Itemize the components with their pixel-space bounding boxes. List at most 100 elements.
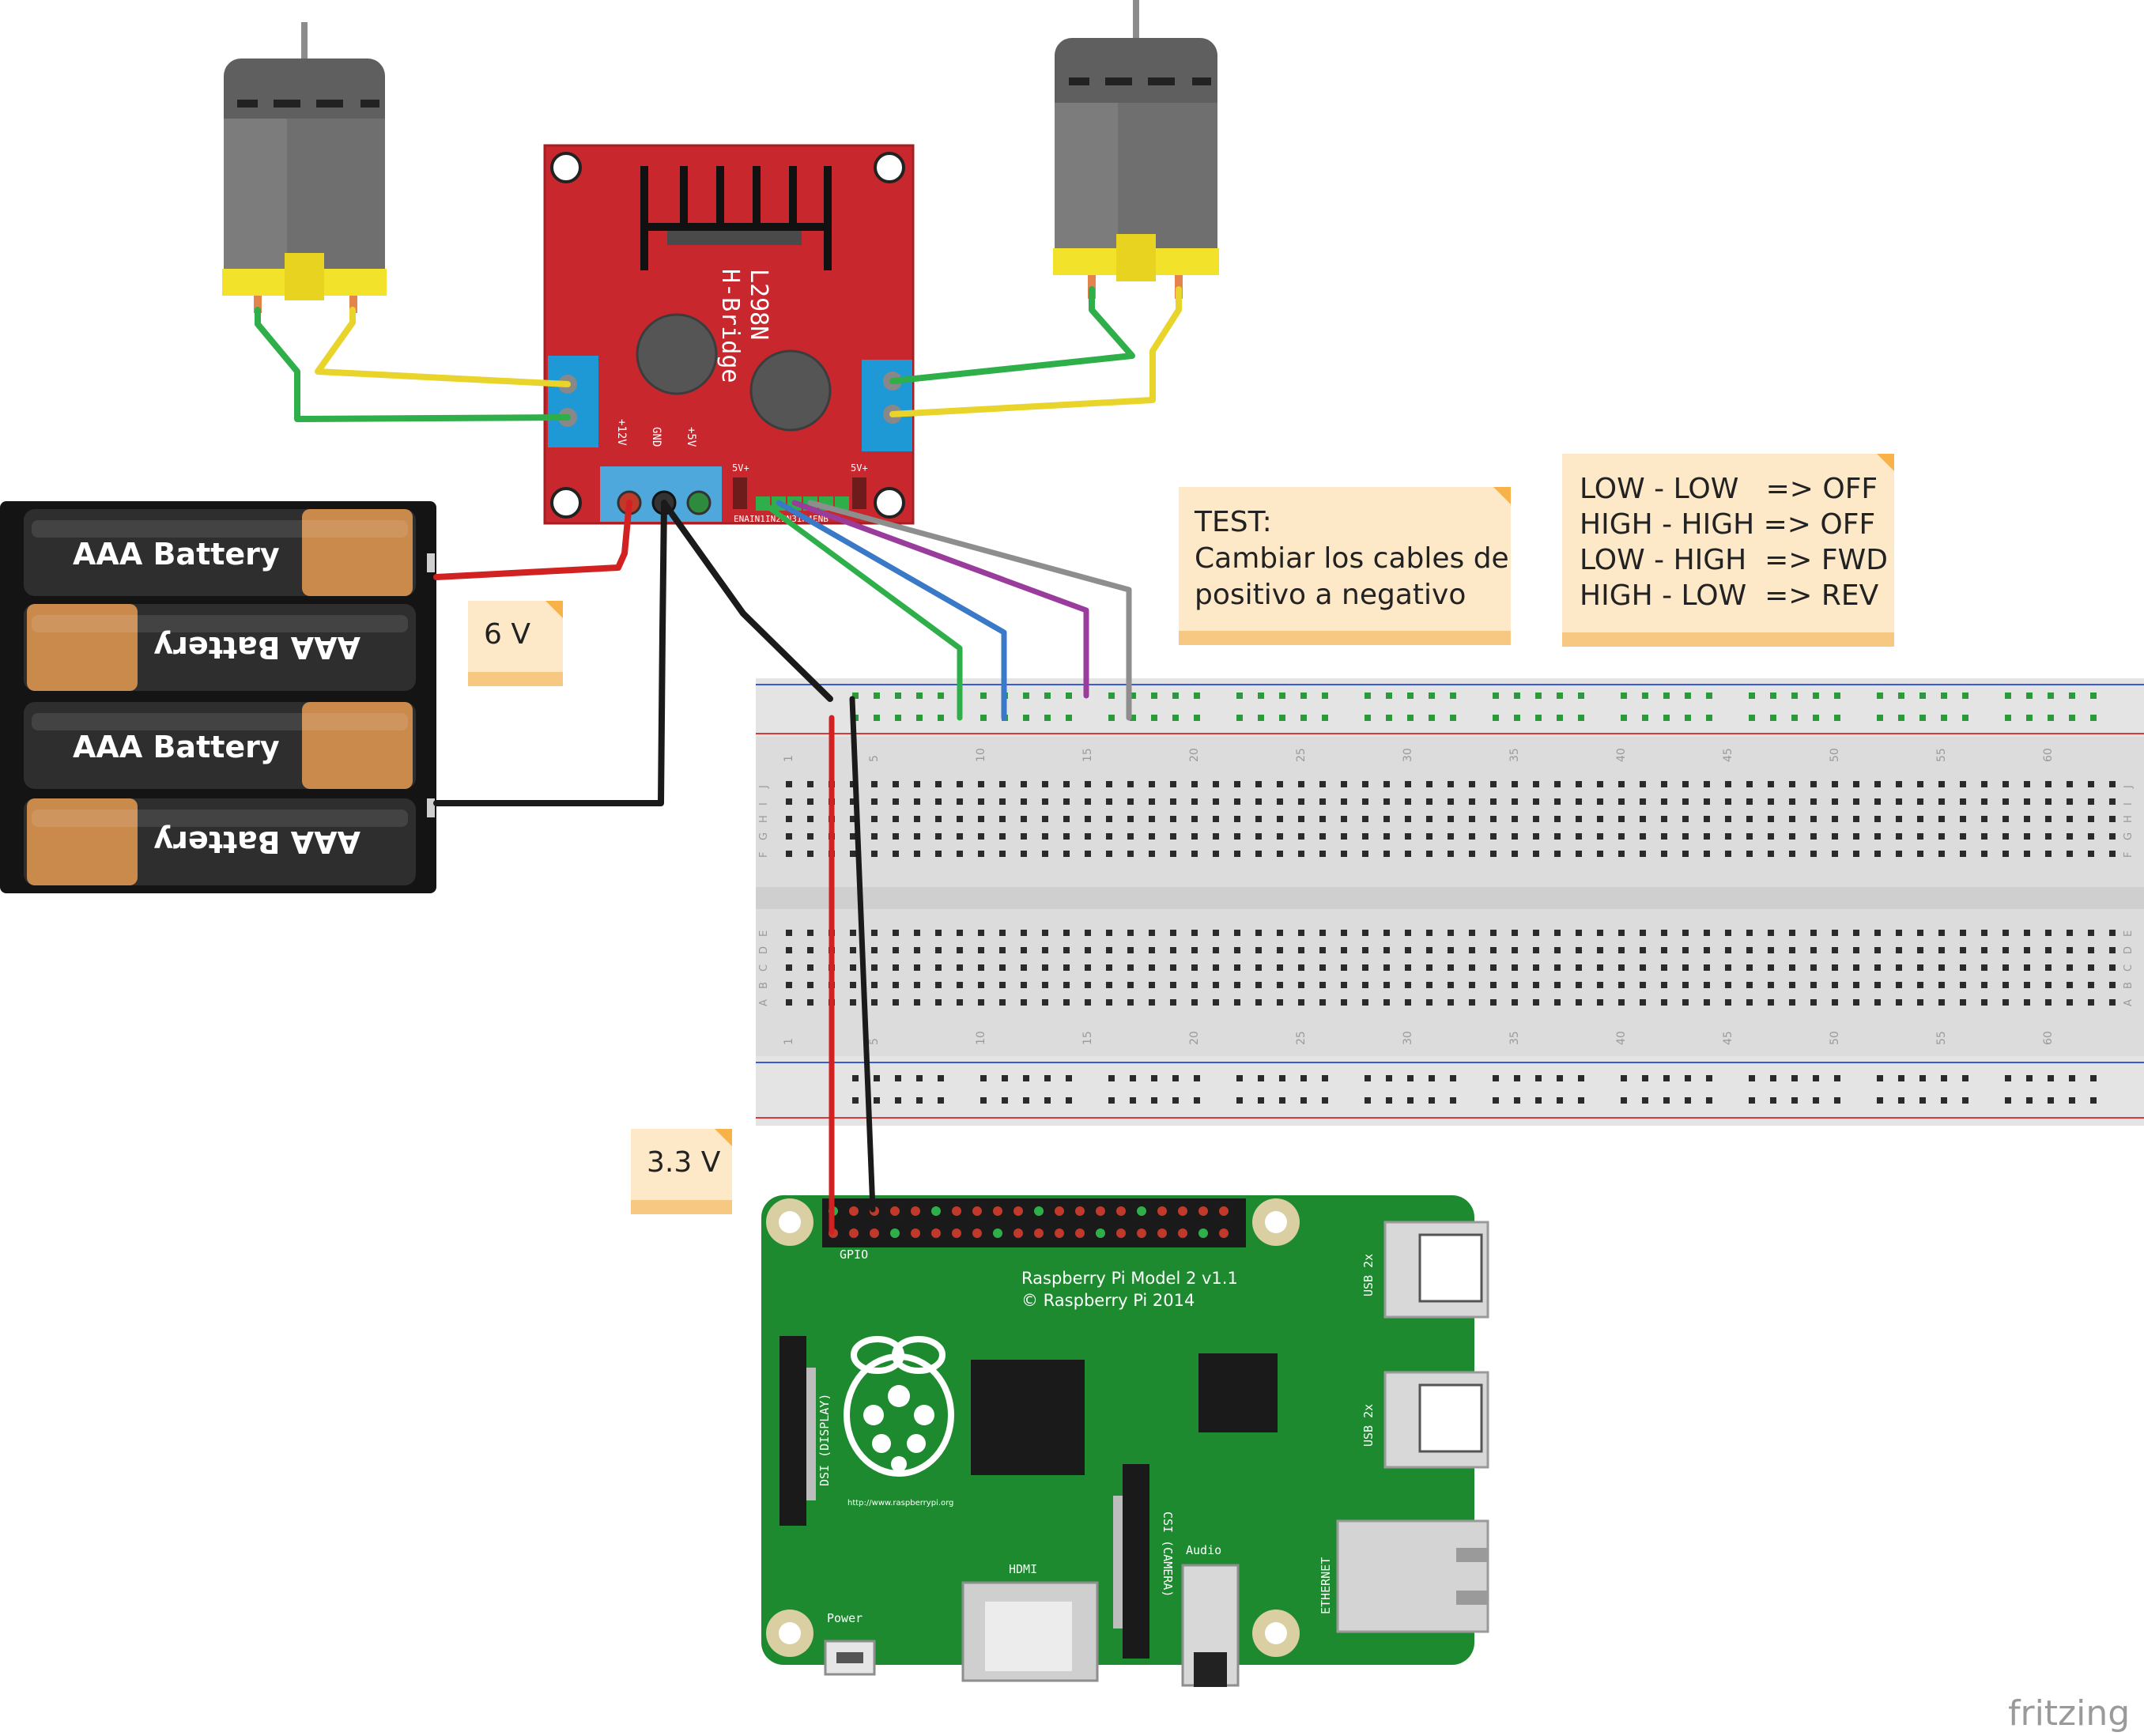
breadboard-column-number: 1 bbox=[783, 755, 795, 762]
breadboard-hole bbox=[1938, 851, 1945, 857]
breadboard-hole bbox=[1341, 833, 1347, 840]
breadboard-hole bbox=[978, 964, 984, 971]
breadboard-row-letter: B bbox=[2123, 982, 2135, 989]
breadboard-hole bbox=[893, 798, 899, 805]
breadboard-hole bbox=[1085, 851, 1091, 857]
breadboard-hole bbox=[1383, 930, 1390, 936]
breadboard-hole bbox=[1130, 693, 1136, 699]
breadboard-hole bbox=[914, 851, 920, 857]
breadboard-hole bbox=[2067, 851, 2073, 857]
breadboard-hole bbox=[1362, 947, 1368, 953]
breadboard-hole bbox=[1085, 964, 1091, 971]
breadboard-hole bbox=[1621, 715, 1627, 721]
breadboard-hole bbox=[1319, 781, 1326, 787]
breadboard-hole bbox=[935, 964, 942, 971]
breadboard-hole bbox=[871, 964, 878, 971]
breadboard-column-number: 20 bbox=[1188, 748, 1201, 762]
breadboard-hole bbox=[1578, 715, 1584, 721]
breadboard-hole bbox=[1429, 1097, 1435, 1104]
breadboard-hole bbox=[978, 930, 984, 936]
breadboard-hole bbox=[1514, 1097, 1520, 1104]
breadboard-hole bbox=[1576, 833, 1582, 840]
breadboard-hole bbox=[1981, 964, 1987, 971]
breadboard-hole bbox=[2067, 982, 2073, 988]
breadboard-hole bbox=[1853, 781, 1859, 787]
breadboard-hole bbox=[2048, 1097, 2054, 1104]
breadboard-hole bbox=[1576, 816, 1582, 822]
breadboard-hole bbox=[1258, 1075, 1264, 1081]
breadboard-hole bbox=[980, 715, 987, 721]
breadboard-hole bbox=[1277, 947, 1283, 953]
breadboard-hole bbox=[1789, 781, 1795, 787]
breadboard-row-letter: I bbox=[758, 802, 770, 806]
breadboard-hole bbox=[1621, 693, 1627, 699]
breadboard-hole bbox=[1063, 851, 1070, 857]
breadboard-hole bbox=[1490, 781, 1497, 787]
breadboard-hole bbox=[1941, 1075, 1947, 1081]
breadboard-hole bbox=[1682, 833, 1689, 840]
breadboard-hole bbox=[1170, 816, 1176, 822]
breadboard-hole bbox=[1704, 982, 1710, 988]
breadboard-hole bbox=[1149, 964, 1155, 971]
breadboard-hole bbox=[1405, 930, 1411, 936]
breadboard-hole bbox=[1640, 947, 1646, 953]
breadboard-hole bbox=[1405, 833, 1411, 840]
usb-label-bottom: USB 2x bbox=[1361, 1404, 1376, 1447]
breadboard-hole bbox=[2088, 999, 2094, 1006]
breadboard-hole bbox=[1191, 964, 1198, 971]
gpio-pin bbox=[1198, 1228, 1208, 1238]
breadboard-hole bbox=[786, 964, 792, 971]
breadboard-hole bbox=[1063, 816, 1070, 822]
breadboard-hole bbox=[1170, 964, 1176, 971]
breadboard-hole bbox=[1557, 1075, 1563, 1081]
breadboard-hole bbox=[1618, 851, 1625, 857]
breadboard-hole bbox=[1749, 1097, 1755, 1104]
breadboard-hole bbox=[1917, 798, 1923, 805]
breadboard-hole bbox=[1127, 781, 1134, 787]
breadboard-hole bbox=[1042, 833, 1048, 840]
breadboard-hole bbox=[1917, 781, 1923, 787]
breadboard-hole bbox=[850, 947, 856, 953]
breadboard-hole bbox=[1448, 816, 1454, 822]
breadboard-hole bbox=[1149, 930, 1155, 936]
breadboard-hole bbox=[1405, 798, 1411, 805]
breadboard-hole bbox=[980, 1097, 987, 1104]
breadboard: 1155101015152020252530303535404045455050… bbox=[756, 678, 2144, 1126]
breadboard-hole bbox=[1255, 833, 1262, 840]
breadboard-hole bbox=[1298, 816, 1304, 822]
gpio-pin bbox=[1116, 1206, 1126, 1216]
breadboard-hole bbox=[1405, 851, 1411, 857]
breadboard-hole bbox=[1962, 715, 1968, 721]
breadboard-hole bbox=[1576, 947, 1582, 953]
breadboard-hole bbox=[2002, 964, 2009, 971]
breadboard-hole bbox=[871, 816, 878, 822]
breadboard-hole bbox=[850, 816, 856, 822]
breadboard-hole bbox=[893, 851, 899, 857]
breadboard-hole bbox=[893, 947, 899, 953]
breadboard-hole bbox=[1919, 1097, 1926, 1104]
breadboard-hole bbox=[1170, 947, 1176, 953]
breadboard-hole bbox=[1213, 982, 1219, 988]
breadboard-hole bbox=[1151, 693, 1157, 699]
breadboard-hole bbox=[2024, 964, 2030, 971]
breadboard-hole bbox=[1512, 930, 1518, 936]
breadboard-hole bbox=[893, 930, 899, 936]
breadboard-hole bbox=[999, 798, 1006, 805]
breadboard-hole bbox=[1533, 982, 1539, 988]
breadboard-hole bbox=[807, 999, 813, 1006]
breadboard-hole bbox=[1810, 999, 1817, 1006]
breadboard-hole bbox=[1640, 816, 1646, 822]
breadboard-hole bbox=[1640, 798, 1646, 805]
breadboard-hole bbox=[1023, 693, 1029, 699]
breadboard-hole bbox=[1151, 1097, 1157, 1104]
gpio-pin bbox=[1075, 1228, 1085, 1238]
breadboard-hole bbox=[1853, 964, 1859, 971]
breadboard-hole bbox=[2045, 982, 2052, 988]
breadboard-hole bbox=[1130, 715, 1136, 721]
gpio-pin bbox=[1116, 1228, 1126, 1238]
breadboard-hole bbox=[1535, 1075, 1542, 1081]
pi-url: http://www.raspberrypi.org bbox=[847, 1499, 953, 1508]
breadboard-hole bbox=[2002, 816, 2009, 822]
breadboard-hole bbox=[1021, 833, 1027, 840]
breadboard-hole bbox=[1108, 693, 1115, 699]
